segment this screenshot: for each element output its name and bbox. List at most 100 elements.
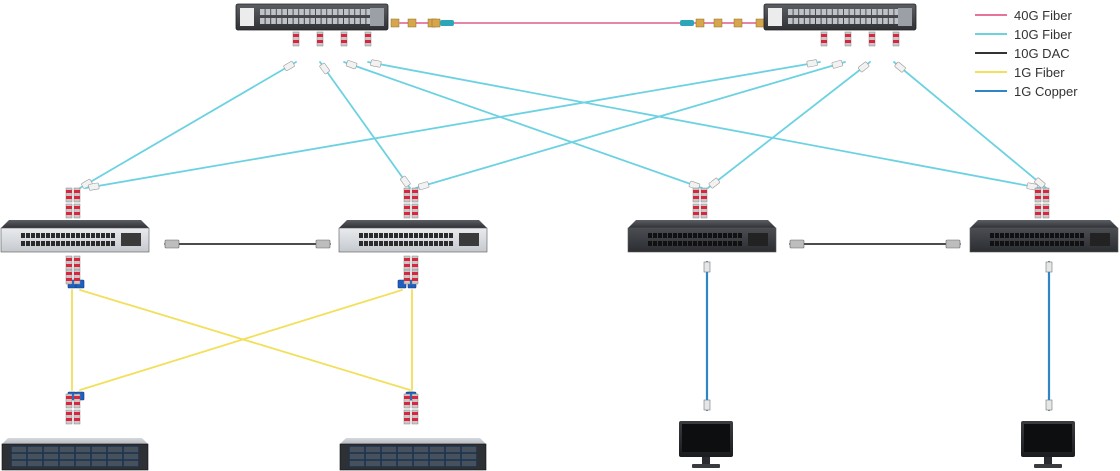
link-10g-fiber-core-switch-right-to-access-switch-2: [415, 61, 846, 189]
switch-port: [673, 233, 677, 238]
legend-swatch-40g-fiber: [975, 14, 1007, 16]
sfp-port: [810, 9, 815, 15]
monitor-right: [1021, 421, 1075, 468]
drive-bay: [461, 446, 477, 453]
drive-bay: [123, 460, 139, 467]
fiber-connector-icon: [831, 59, 844, 69]
drive-bay: [11, 446, 27, 453]
legend: 40G Fiber 10G Fiber 10G DAC 1G Fiber 1G …: [975, 6, 1115, 101]
switch-port: [404, 233, 408, 238]
sfp-port: [327, 18, 332, 24]
switch-port: [708, 233, 712, 238]
switch-port: [359, 241, 363, 246]
mtp-connector-icon: [695, 18, 705, 28]
server-top: [2, 438, 148, 444]
legend-swatch-1g-fiber: [975, 71, 1007, 73]
switch-port: [738, 233, 742, 238]
switch-port: [1055, 241, 1059, 246]
switch-port: [91, 233, 95, 238]
sfp-port: [265, 18, 271, 24]
drive-bay: [429, 460, 445, 467]
drive-bay: [11, 460, 27, 467]
switch-port: [678, 233, 682, 238]
drive-bay: [461, 453, 477, 460]
sfp-transceiver-pair-icon: [404, 188, 418, 202]
monitor-display: [1024, 424, 1072, 452]
sfp-port: [788, 18, 793, 24]
switch-port: [51, 233, 55, 238]
drive-bay: [123, 453, 139, 460]
rj45-connector-icon: [703, 399, 711, 411]
switch-port: [673, 241, 677, 246]
switch-port: [995, 241, 999, 246]
switch-port: [1040, 233, 1044, 238]
legend-swatch-10g-dac: [975, 52, 1007, 54]
switch-port: [51, 241, 55, 246]
sfp-port: [321, 9, 327, 15]
switch-port: [1065, 233, 1069, 238]
switch-port: [409, 241, 413, 246]
switch-port: [1050, 241, 1054, 246]
switch-port: [648, 233, 652, 238]
switch-port: [86, 233, 90, 238]
switch-port: [71, 233, 75, 238]
rj45-connector-icon: [1045, 261, 1053, 273]
sfp-transceiver-icon: [868, 31, 876, 47]
sfp-port: [299, 9, 304, 15]
drive-bay: [107, 453, 123, 460]
dac-connector-icon: [164, 239, 180, 249]
switch-port: [668, 241, 672, 246]
uplink-ports: [121, 233, 141, 246]
sfp-transceiver-icon: [820, 31, 828, 47]
sfp-transceiver-pair-icon: [66, 256, 80, 270]
fiber-connector-icon: [282, 60, 296, 72]
drive-bay: [397, 446, 413, 453]
switch-port: [389, 241, 393, 246]
switch-port: [106, 241, 110, 246]
link-10g-fiber-core-switch-left-to-access-switch-3: [343, 61, 703, 189]
drive-bay: [59, 460, 75, 467]
sfp-port: [271, 9, 276, 15]
switch-port: [708, 241, 712, 246]
sfp-port: [816, 18, 821, 24]
switch-port: [1005, 233, 1009, 238]
legend-label: 10G DAC: [1014, 45, 1070, 61]
sfp-port: [866, 9, 871, 15]
mtp-connector-icon: [431, 18, 441, 28]
switch-port: [56, 241, 60, 246]
drive-bay: [445, 446, 461, 453]
sfp-transceiver-icon: [892, 31, 900, 47]
sfp-port: [855, 18, 860, 24]
drive-bay: [107, 446, 123, 453]
sfp-port: [349, 9, 355, 15]
switch-port: [31, 241, 35, 246]
switch-port: [713, 233, 717, 238]
drive-bay: [413, 453, 429, 460]
switch-port: [723, 233, 727, 238]
drive-bay: [365, 453, 381, 460]
sfp-port: [877, 18, 883, 24]
switch-port: [990, 241, 994, 246]
drive-bay: [107, 460, 123, 467]
switch-port: [1070, 233, 1074, 238]
fiber-connector-icon: [806, 59, 818, 68]
sfp-port: [304, 18, 310, 24]
sfp-transceiver-icon: [844, 31, 852, 47]
drive-bay: [445, 460, 461, 467]
sfp-port: [888, 18, 894, 24]
qsfp-ports: [370, 8, 384, 26]
switch-port: [1000, 241, 1004, 246]
switch-port: [414, 233, 418, 238]
sfp-port: [799, 18, 804, 24]
switch-port: [111, 233, 115, 238]
sfp-port: [832, 9, 838, 15]
sfp-port: [260, 9, 265, 15]
sfp-port: [804, 18, 810, 24]
switch-port: [1000, 233, 1004, 238]
drive-bay: [349, 460, 365, 467]
sfp-port: [821, 9, 827, 15]
mtp-boot-icon: [440, 20, 454, 26]
switch-port: [990, 233, 994, 238]
switch-port: [414, 241, 418, 246]
switch-port: [1065, 241, 1069, 246]
